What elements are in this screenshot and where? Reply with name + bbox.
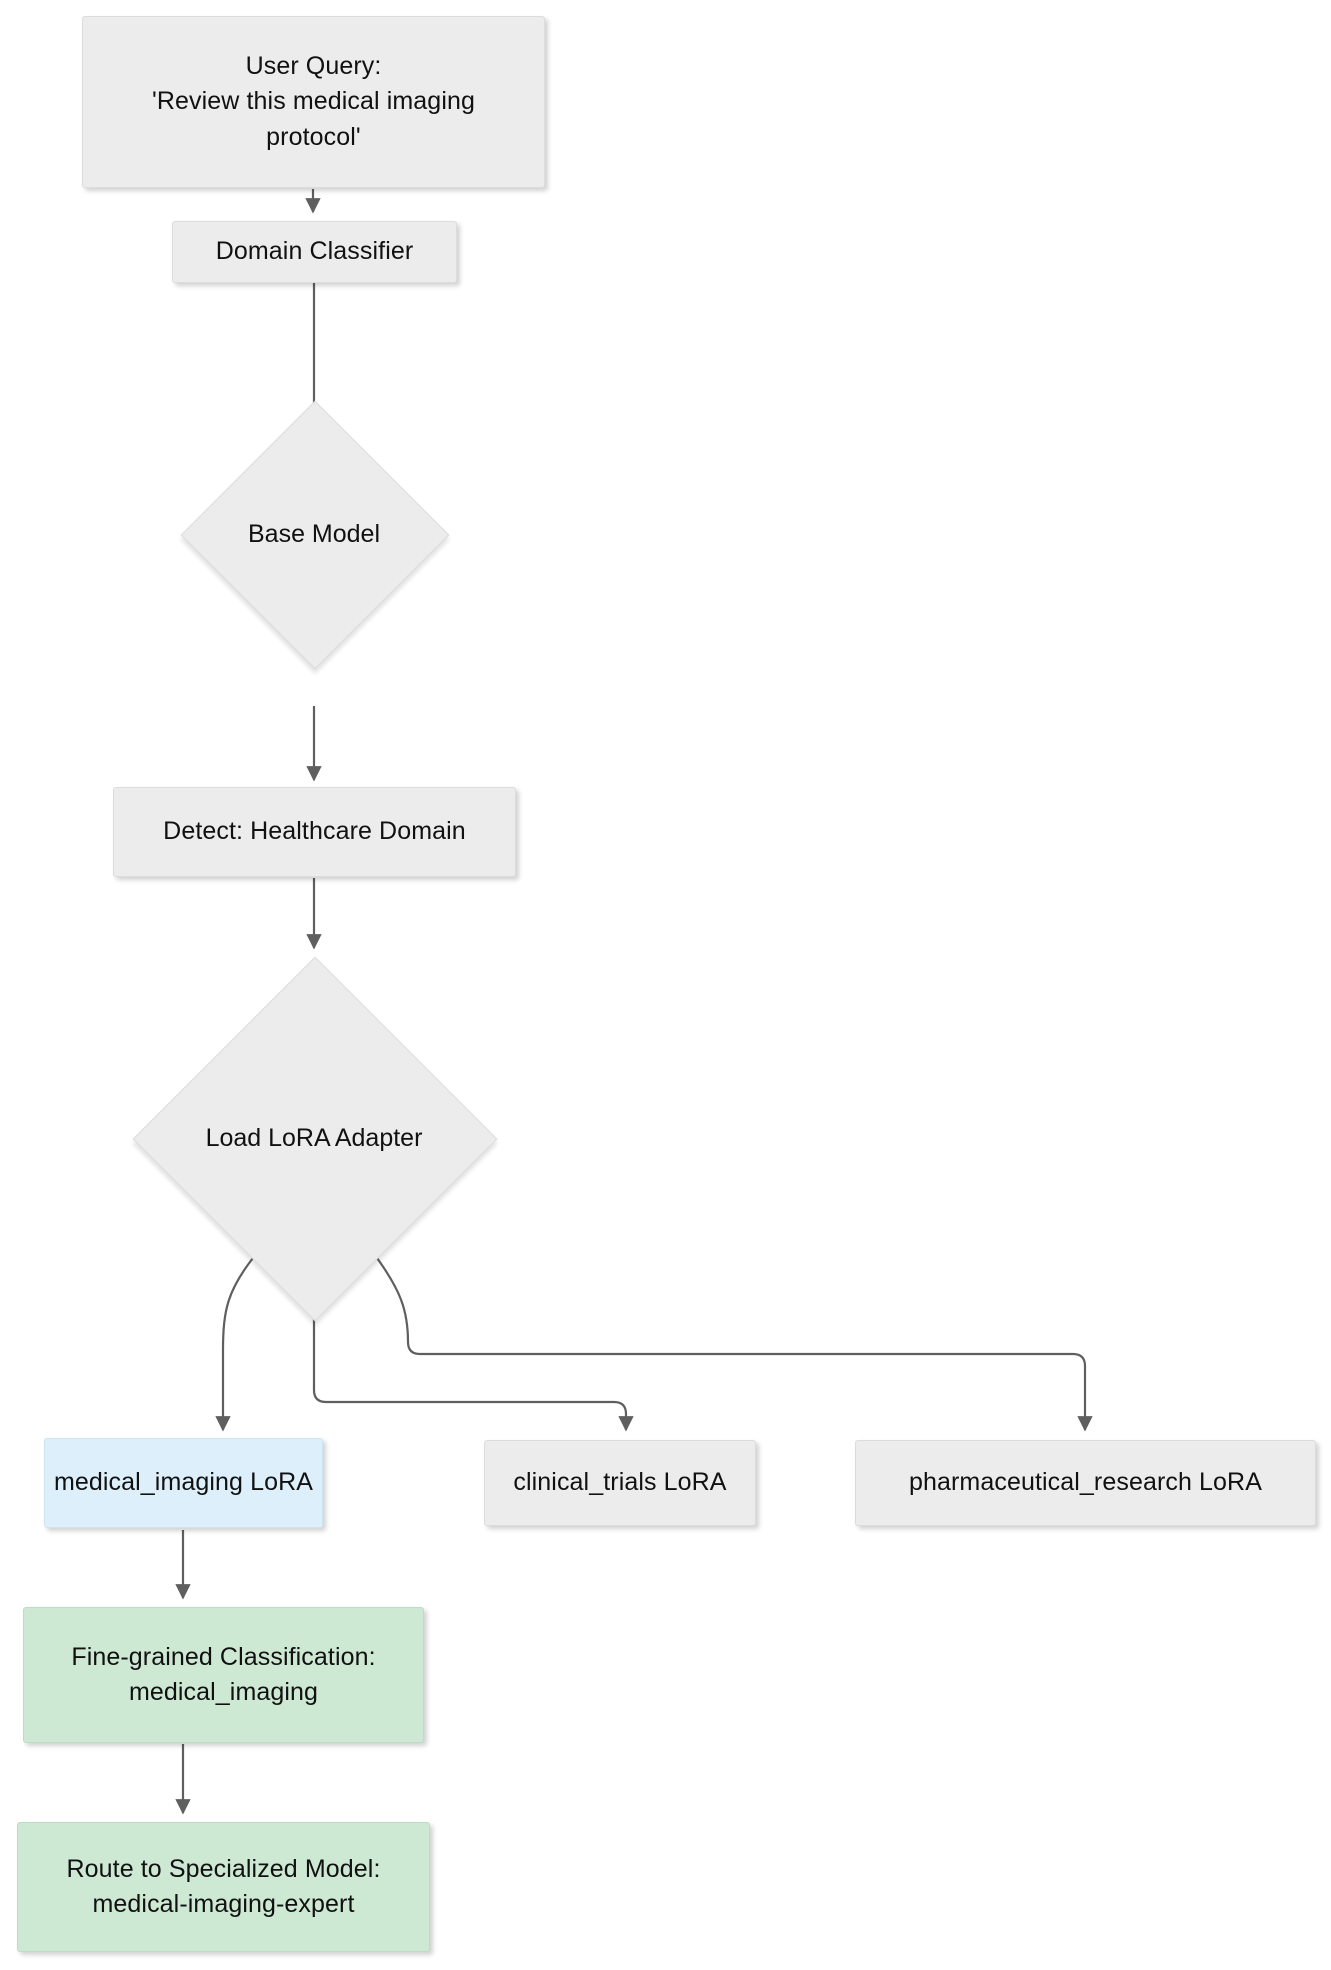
node-fine-grained-classification-label: Fine-grained Classification: medical_ima… (71, 1642, 376, 1707)
node-detect-healthcare-domain[interactable]: Detect: Healthcare Domain (113, 787, 516, 877)
node-medical-imaging-lora-label: medical_imaging LoRA (53, 1468, 314, 1497)
node-route-to-specialized-model[interactable]: Route to Specialized Model: medical-imag… (17, 1822, 430, 1952)
node-user-query[interactable]: User Query: 'Review this medical imaging… (82, 16, 545, 188)
node-load-lora-adapter[interactable]: Load LoRA Adapter (132, 956, 498, 1322)
edge-load-lora-to-medical-imaging (215, 1257, 254, 1432)
node-clinical-trials-lora-label: clinical_trials LoRA (513, 1468, 727, 1497)
node-domain-classifier[interactable]: Domain Classifier (172, 221, 457, 283)
node-domain-classifier-label: Domain Classifier (215, 237, 414, 266)
node-detect-healthcare-domain-label: Detect: Healthcare Domain (163, 817, 466, 846)
node-fine-grained-classification[interactable]: Fine-grained Classification: medical_ima… (23, 1607, 424, 1743)
node-base-model[interactable]: Base Model (180, 400, 450, 670)
node-route-to-specialized-model-label: Route to Specialized Model: medical-imag… (66, 1854, 381, 1919)
edge-load-lora-to-pharmaceutical-research (376, 1257, 1093, 1432)
node-medical-imaging-lora[interactable]: medical_imaging LoRA (44, 1438, 323, 1528)
node-base-model-label: Base Model (247, 519, 381, 548)
node-pharmaceutical-research-lora[interactable]: pharmaceutical_research LoRA (855, 1440, 1316, 1526)
node-clinical-trials-lora[interactable]: clinical_trials LoRA (484, 1440, 756, 1526)
node-user-query-label: User Query: 'Review this medical imaging… (152, 51, 475, 151)
node-load-lora-adapter-label: Load LoRA Adapter (205, 1123, 423, 1152)
node-pharmaceutical-research-lora-label: pharmaceutical_research LoRA (909, 1468, 1262, 1497)
edge-load-lora-to-clinical-trials (312, 1318, 634, 1432)
